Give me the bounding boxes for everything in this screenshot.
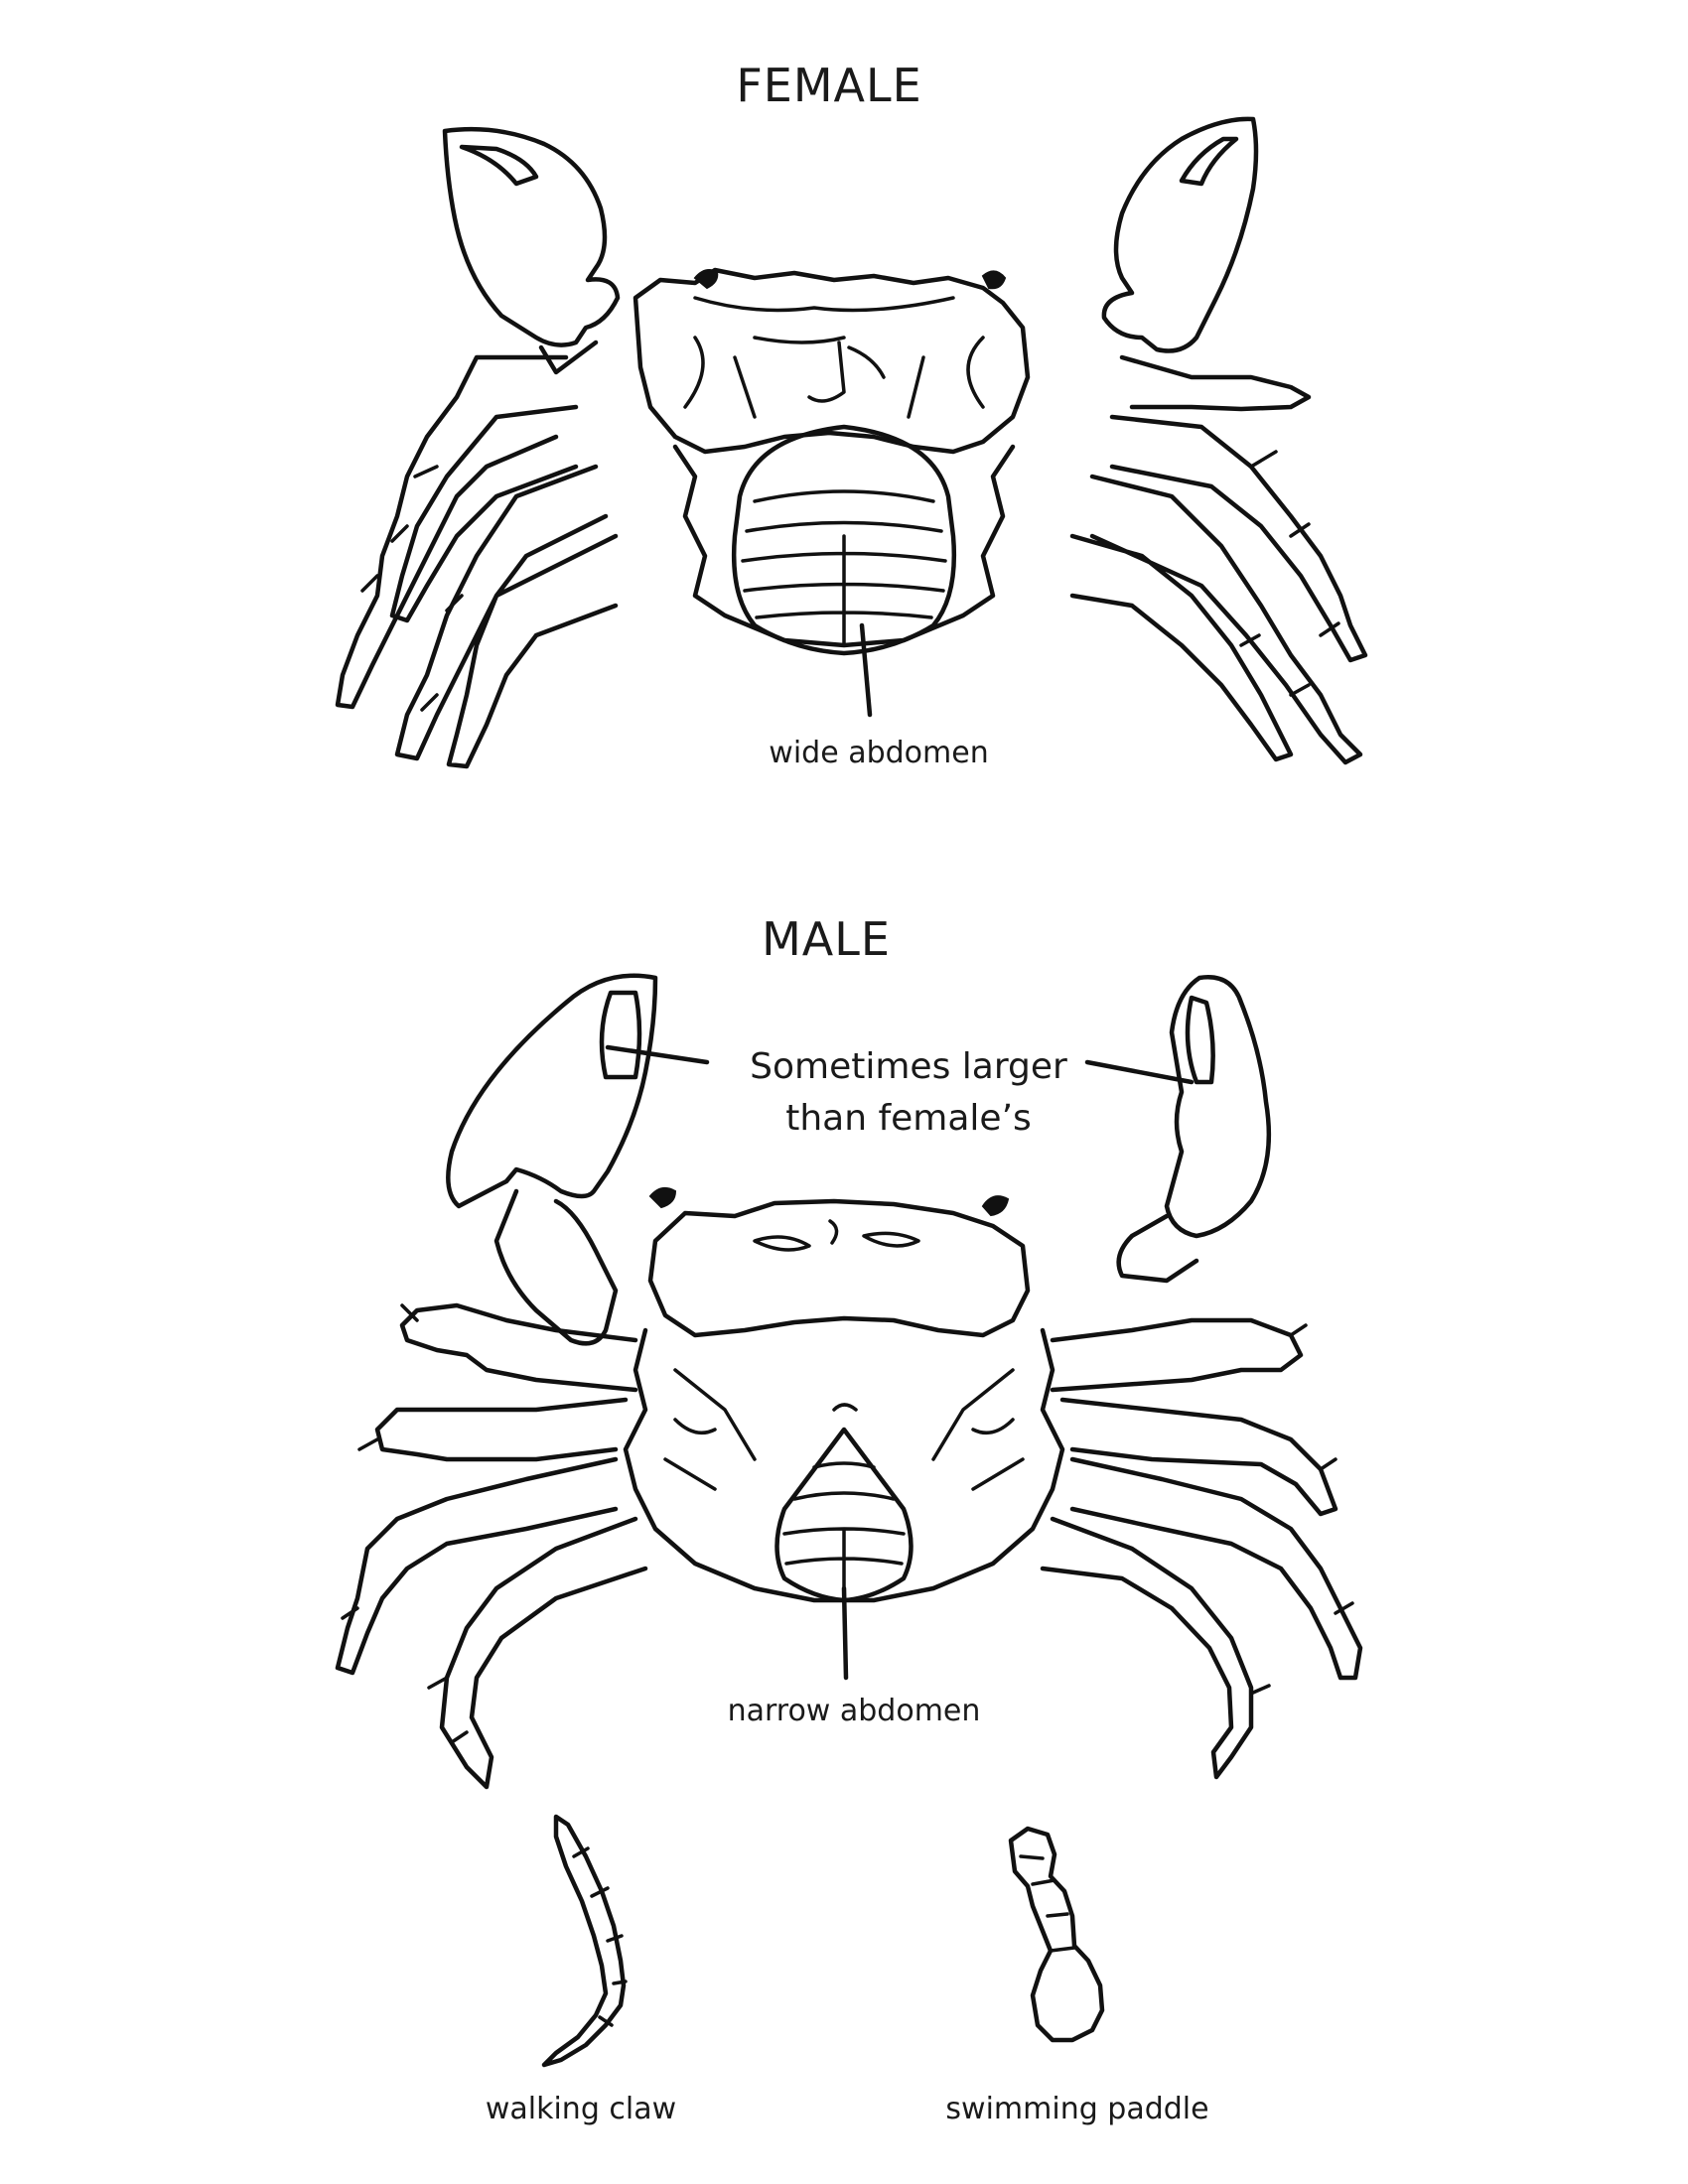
female-wide-abdomen bbox=[731, 424, 957, 656]
walking-claw-drawing bbox=[541, 1814, 628, 2068]
female-crab-drawing bbox=[335, 116, 1368, 769]
swimming-paddle-drawing bbox=[1008, 1826, 1105, 2043]
leg-comparison-section: walking claw swimming paddle bbox=[486, 1814, 1209, 2126]
male-abdomen-label: narrow abdomen bbox=[728, 1694, 981, 1728]
male-right-legs bbox=[1040, 1317, 1363, 1780]
male-right-claw bbox=[1164, 975, 1272, 1239]
male-section: MALE bbox=[335, 912, 1363, 1790]
male-heading: MALE bbox=[762, 912, 891, 966]
walking-claw-label: walking claw bbox=[486, 2092, 676, 2126]
female-left-claw bbox=[442, 126, 621, 375]
male-left-eye bbox=[648, 1186, 677, 1209]
female-carapace-front bbox=[633, 267, 1031, 455]
male-left-legs bbox=[335, 1302, 648, 1790]
male-right-eye bbox=[981, 1195, 1010, 1217]
male-claw-note-line2: than female’s bbox=[785, 1098, 1032, 1139]
female-right-eye bbox=[981, 270, 1007, 290]
male-left-claw bbox=[446, 973, 658, 1209]
female-abdomen-label: wide abdomen bbox=[769, 736, 988, 770]
male-carapace-front bbox=[647, 1198, 1031, 1338]
male-abdomen-pointer bbox=[841, 1585, 849, 1681]
female-heading: FEMALE bbox=[736, 59, 921, 112]
male-left-claw-pointer bbox=[605, 1044, 710, 1065]
male-crab-drawing bbox=[335, 973, 1363, 1790]
female-left-legs bbox=[335, 354, 619, 769]
male-narrow-abdomen bbox=[774, 1427, 914, 1603]
female-section: FEMALE bbox=[335, 59, 1368, 770]
female-abdomen-pointer bbox=[859, 622, 873, 718]
male-right-claw-pointer bbox=[1084, 1059, 1195, 1085]
swimming-paddle-label: swimming paddle bbox=[945, 2092, 1208, 2126]
female-right-claw bbox=[1101, 116, 1259, 353]
female-left-eye bbox=[693, 269, 719, 290]
male-claw-note-line1: Sometimes larger bbox=[750, 1046, 1067, 1087]
female-right-legs bbox=[1069, 354, 1368, 765]
